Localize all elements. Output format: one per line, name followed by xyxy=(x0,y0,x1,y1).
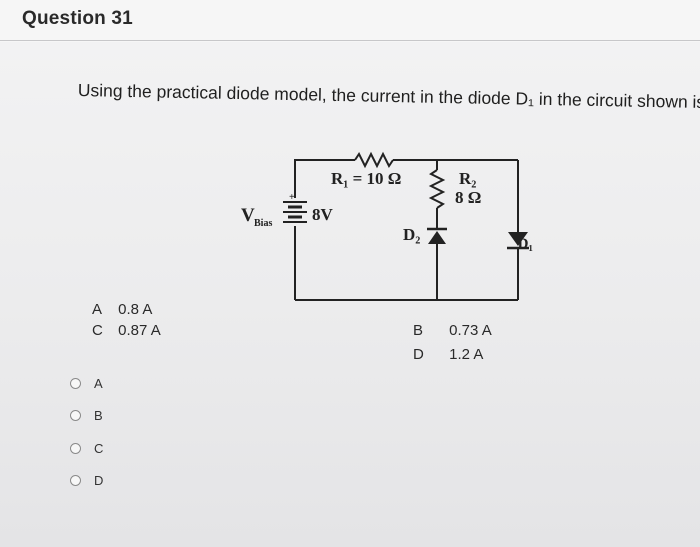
battery-icon xyxy=(283,201,307,223)
choice-c[interactable]: C xyxy=(70,441,103,456)
plus-sign: + xyxy=(289,192,295,203)
choice-b[interactable]: B xyxy=(70,408,103,423)
d1-diode-icon xyxy=(507,232,529,250)
option-d-value: 1.2 A xyxy=(449,346,484,363)
d2-label: D₂ xyxy=(403,225,420,244)
option-b-value: 0.73 A xyxy=(449,322,492,339)
choice-a-label: A xyxy=(94,376,103,391)
r2-label: R₂ xyxy=(459,169,476,188)
option-c: C 0.87 A xyxy=(92,322,161,339)
option-b: B 0.73 A xyxy=(413,322,492,339)
radio-c-icon[interactable] xyxy=(70,443,81,454)
circuit-diagram: R₁ = 10 Ω R₂ 8 Ω V Bias 8V D₂ D₁ + xyxy=(241,151,533,301)
option-a-value: 0.8 A xyxy=(118,301,153,318)
header-divider xyxy=(0,40,700,41)
d1-label: D₁ xyxy=(518,236,533,252)
question-prompt: Using the practical diode model, the cur… xyxy=(77,80,700,113)
d2-diode-icon xyxy=(427,227,447,244)
choice-c-label: C xyxy=(94,441,104,456)
option-c-value: 0.87 A xyxy=(118,322,161,339)
choice-b-label: B xyxy=(94,408,103,423)
vbias-subscript: Bias xyxy=(254,218,272,229)
question-title: Question 31 xyxy=(22,8,133,29)
wire-top-left xyxy=(294,159,355,198)
choice-d[interactable]: D xyxy=(70,473,103,488)
r2-value-label: 8 Ω xyxy=(455,188,481,207)
vbias-label: V xyxy=(241,205,255,226)
option-a-letter: A xyxy=(92,301,103,318)
option-c-letter: C xyxy=(92,322,103,339)
r1-label: R₁ = 10 Ω xyxy=(331,169,401,188)
option-d: D 1.2 A xyxy=(413,346,483,363)
choice-d-label: D xyxy=(94,473,104,488)
option-a: A 0.8 A xyxy=(92,301,152,318)
r2-resistor-icon xyxy=(428,169,446,209)
question-header: Question 31 xyxy=(0,0,700,42)
r1-resistor-icon xyxy=(354,151,394,169)
radio-a-icon[interactable] xyxy=(70,378,81,389)
radio-b-icon[interactable] xyxy=(70,410,81,421)
source-value-label: 8V xyxy=(312,205,334,224)
option-b-letter: B xyxy=(413,322,424,339)
radio-d-icon[interactable] xyxy=(70,475,81,486)
choice-a[interactable]: A xyxy=(70,376,103,391)
option-d-letter: D xyxy=(413,346,424,363)
